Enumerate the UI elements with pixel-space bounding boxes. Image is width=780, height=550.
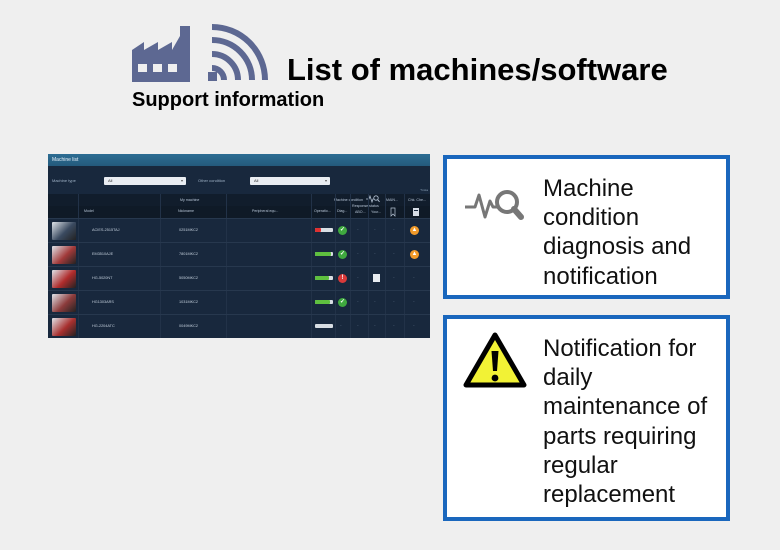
model-cell: HG1303ARS	[92, 300, 114, 304]
nickname-cell: 1031MKC2	[179, 300, 198, 304]
machine-list-window: Machine list Machine type All▾ Other con…	[48, 154, 430, 338]
check-icon: ✓	[338, 250, 347, 259]
nickname-cell: 5050MKC2	[179, 276, 198, 280]
table-header-group: My machine Machine condition MAIN... Chk…	[48, 194, 430, 206]
empty-dash: -	[393, 251, 395, 257]
model-cell: HG-5020NT	[92, 276, 113, 280]
nickname-cell: 0251MKC2	[179, 228, 198, 232]
machine-thumbnail	[52, 222, 76, 240]
wrench-icon	[390, 207, 396, 217]
empty-dash: -	[413, 299, 415, 305]
empty-dash: -	[374, 299, 376, 305]
feature-card-diagnosis: Machine condition diagnosis and notifica…	[443, 155, 730, 299]
model-cell: EM3510AJE	[92, 252, 114, 256]
empty-dash: -	[393, 323, 395, 329]
machine-thumbnail	[52, 318, 76, 336]
column-abo: ABO...	[355, 210, 366, 214]
card-text-diagnosis: Machine condition diagnosis and notifica…	[543, 175, 692, 290]
nickname-cell: 7801MKC2	[179, 252, 198, 256]
column-peripheral: Peripheral equ...	[252, 209, 279, 213]
feature-card-maintenance: Notification for daily maintenance of pa…	[443, 315, 730, 521]
page-subtitle: Support information	[132, 89, 325, 111]
table-row[interactable]: ACIES-2515TAJ 0251MKC2 ✓ - - - ▲	[48, 218, 430, 243]
document-icon	[413, 208, 419, 216]
column-diag: Diag...	[337, 209, 348, 213]
machine-thumbnail	[52, 246, 76, 264]
response-doc-icon[interactable]	[373, 274, 380, 282]
column-model: Model	[84, 209, 94, 213]
empty-dash: -	[393, 275, 395, 281]
table-row[interactable]: HG-2204ATC 0049MKC2 - - - - -	[48, 314, 430, 338]
other-condition-select[interactable]: All▾	[250, 177, 330, 185]
empty-dash: -	[340, 323, 342, 329]
pulse-magnifier-icon	[465, 190, 524, 220]
operation-bar	[315, 252, 333, 256]
empty-dash: -	[374, 251, 376, 257]
empty-dash: -	[413, 275, 415, 281]
header-my-machine: My machine	[180, 198, 200, 202]
check-icon: ✓	[338, 226, 347, 235]
operation-bar	[315, 300, 333, 304]
operation-bar	[315, 324, 333, 328]
page-title: List of machines/software	[287, 52, 668, 87]
check-icon: ✓	[338, 298, 347, 307]
empty-dash: -	[357, 299, 359, 305]
column-your: Your...	[371, 210, 382, 214]
machine-type-select[interactable]: All▾	[104, 177, 186, 185]
model-cell: ACIES-2515TAJ	[92, 228, 120, 232]
empty-dash: -	[357, 275, 359, 281]
empty-dash: -	[374, 227, 376, 233]
empty-dash: -	[413, 323, 415, 329]
empty-dash: -	[357, 251, 359, 257]
card-text-maintenance: Notification for daily maintenance of pa…	[543, 335, 708, 509]
table-row[interactable]: HG1303ARS 1031MKC2 ✓ - - - -	[48, 290, 430, 315]
empty-dash: -	[393, 299, 395, 305]
nickname-cell: 0049MKC2	[179, 324, 198, 328]
filter-label-machine-type: Machine type	[52, 178, 76, 183]
empty-dash: -	[357, 227, 359, 233]
window-title: Machine list	[48, 154, 430, 166]
warning-icon	[463, 332, 527, 388]
factory-signal-icon	[132, 24, 268, 82]
error-icon: !	[338, 274, 347, 283]
hint-text: *Insta	[420, 188, 428, 192]
header-machine-condition: Machine condition	[334, 198, 363, 202]
empty-dash: -	[374, 323, 376, 329]
machine-thumbnail	[52, 270, 76, 288]
header-maintenance: MAIN...	[386, 198, 398, 202]
filter-label-other-condition: Other condition	[198, 178, 226, 183]
alert-icon[interactable]: ▲	[410, 250, 419, 259]
operation-bar	[315, 228, 333, 232]
empty-dash: -	[393, 227, 395, 233]
operation-bar	[315, 276, 333, 280]
model-cell: HG-2204ATC	[92, 324, 115, 328]
machine-thumbnail	[52, 294, 76, 312]
table-header-columns: Model Nickname Peripheral equ... Operati…	[48, 204, 430, 218]
empty-dash: -	[357, 323, 359, 329]
column-operation: Operatio...	[314, 209, 331, 213]
table-row[interactable]: HG-5020NT 5050MKC2! - - -	[48, 266, 430, 291]
chevron-down-icon: ▾	[324, 178, 327, 183]
chevron-down-icon: ▾	[180, 178, 183, 183]
column-nickname: Nickname	[178, 209, 194, 213]
filter-bar: Machine type All▾ Other condition All▾	[48, 174, 430, 188]
table-row[interactable]: EM3510AJE 7801MKC2 ✓ - - - ▲	[48, 242, 430, 267]
header-chk: Chk. Che...	[408, 198, 426, 202]
header-response-status: Response status	[352, 204, 379, 208]
alert-icon[interactable]: ▲	[410, 226, 419, 235]
